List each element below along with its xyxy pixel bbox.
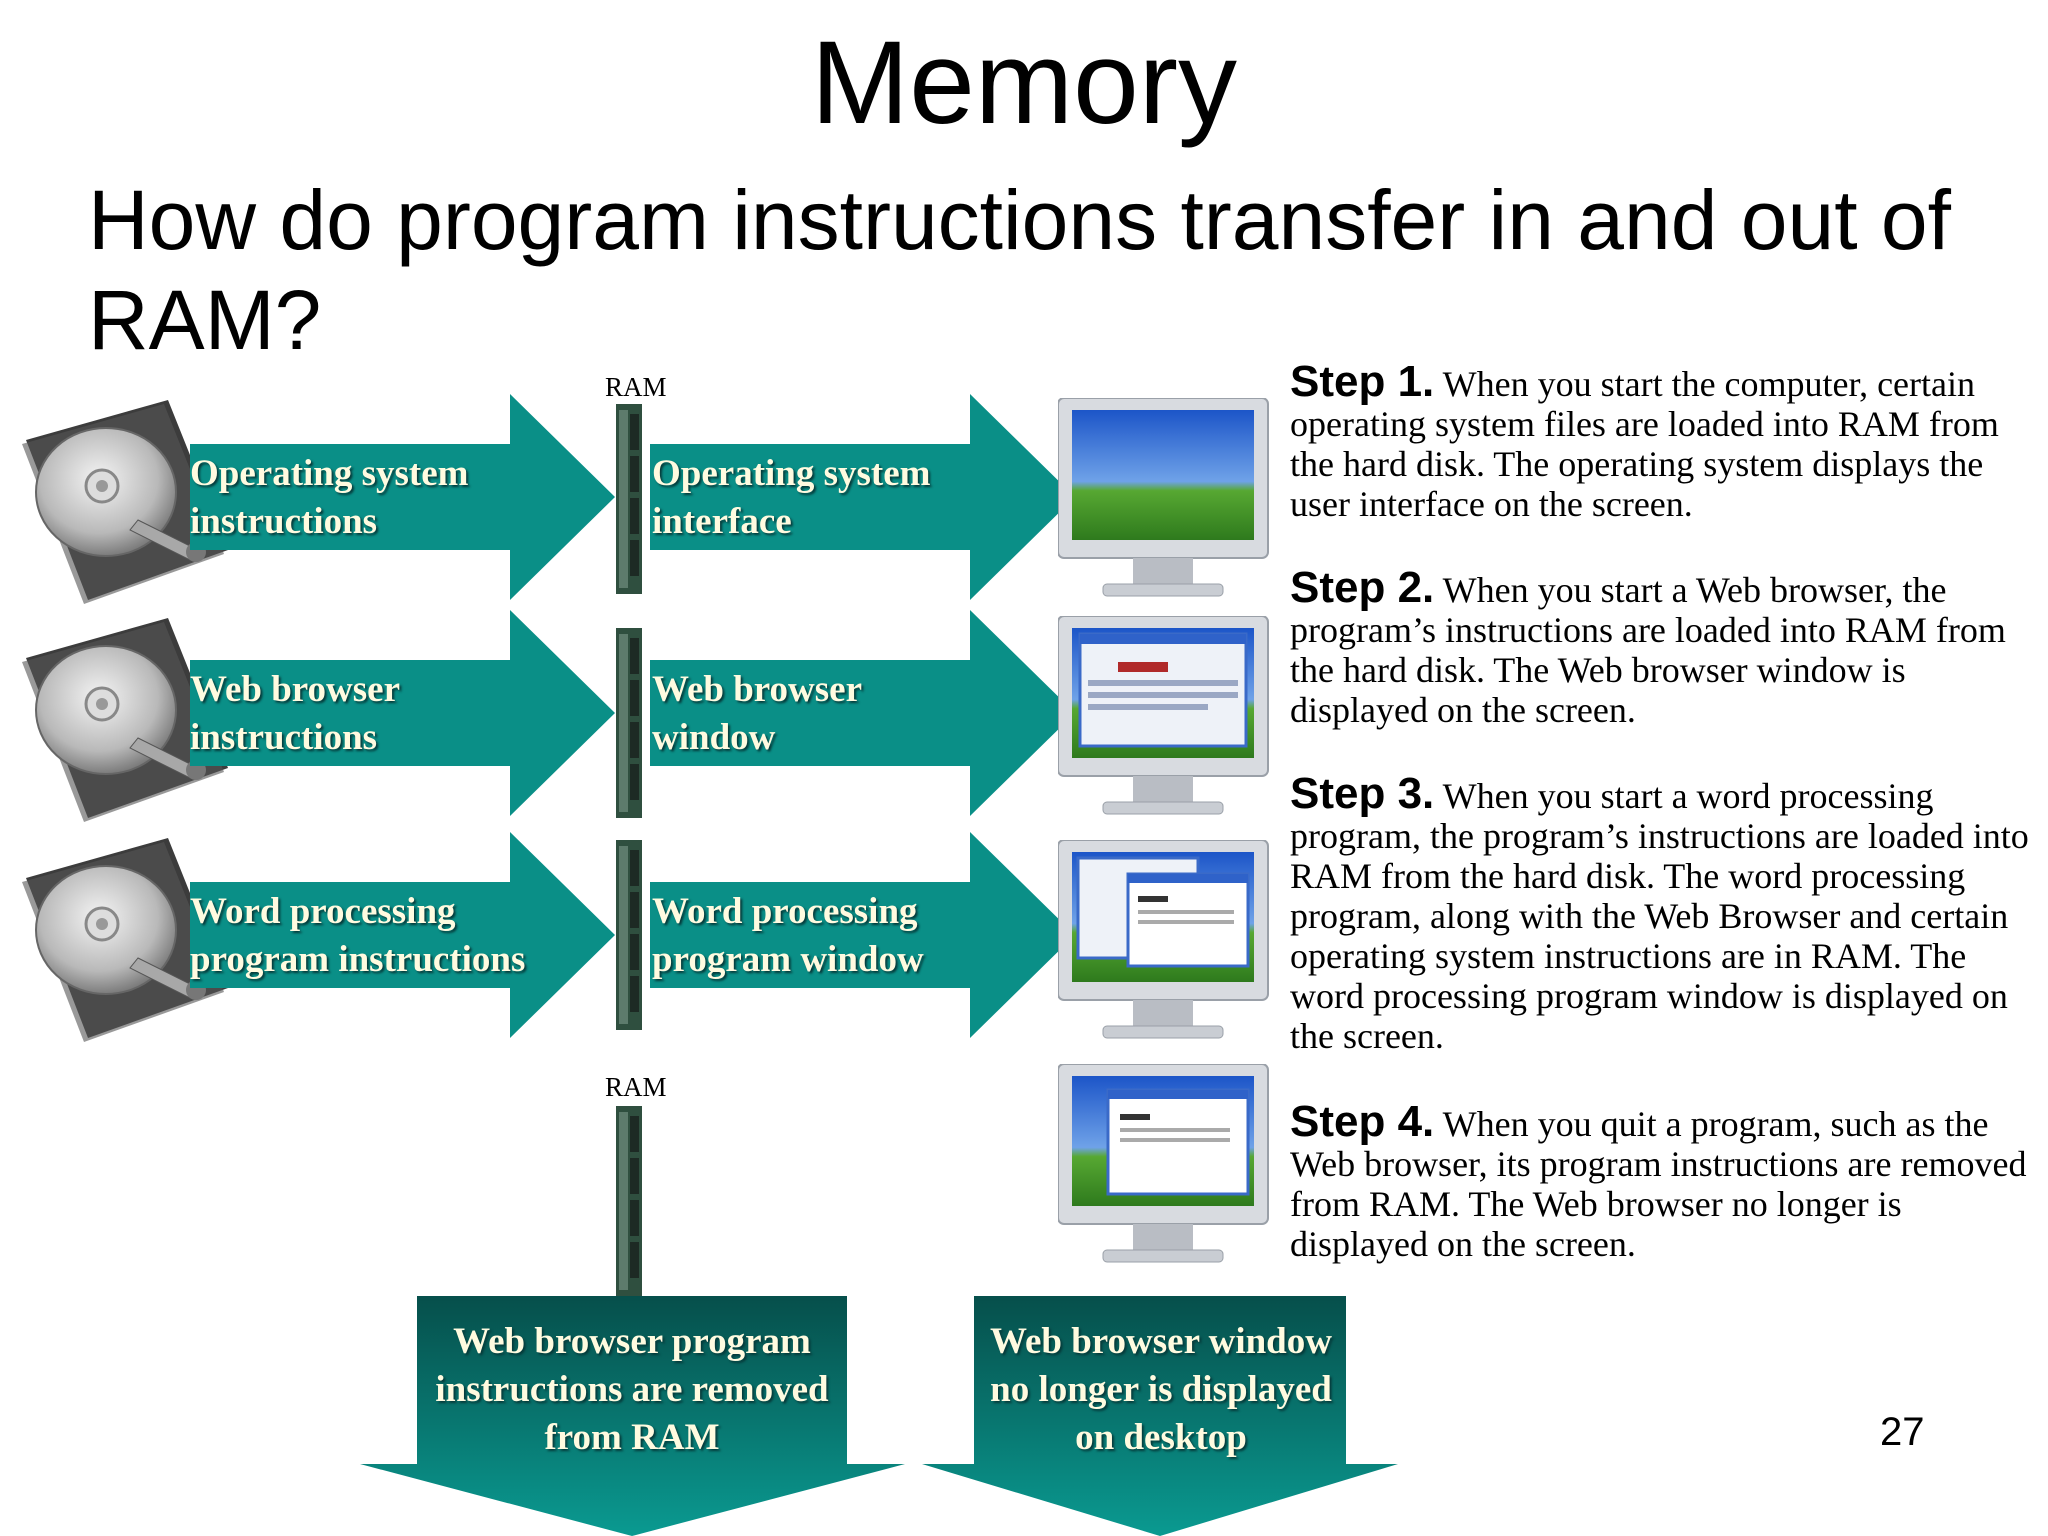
arrow-os-interface: [650, 394, 1075, 600]
step-1-text: When you start the computer, certain ope…: [1290, 364, 1999, 524]
step-1-label: Step 1.: [1290, 357, 1435, 406]
ram-module-icon: [616, 1106, 642, 1296]
arrow-browser-instructions: [190, 610, 615, 816]
arrow-browser-window: [650, 610, 1075, 816]
step-1: Step 1. When you start the computer, cer…: [1290, 360, 2030, 525]
down-arrow-ram-removed: [360, 1296, 905, 1536]
arrow-word-instructions: [190, 832, 615, 1038]
step-4: Step 4. When you quit a program, such as…: [1290, 1100, 2030, 1265]
slide-title: Memory: [810, 17, 1238, 149]
arrow-word-window: [650, 832, 1075, 1038]
step-4-label: Step 4.: [1290, 1097, 1435, 1146]
ram-label: RAM: [605, 372, 667, 402]
step-2: Step 2. When you start a Web browser, th…: [1290, 566, 2030, 731]
step-2-label: Step 2.: [1290, 563, 1435, 612]
monitor-after-quit-icon: [1058, 1064, 1269, 1263]
step-3: Step 3. When you start a word processing…: [1290, 772, 2030, 1057]
down-arrow-label-window-gone: Web browser window no longer is displaye…: [990, 1321, 1332, 1458]
monitor-browser-icon: [1058, 616, 1269, 815]
arrow-os-instructions: [190, 394, 615, 600]
page-number: 27: [1880, 1410, 1925, 1454]
step-3-text: When you start a word processing program…: [1290, 776, 2029, 1056]
ram-label: RAM: [605, 1072, 667, 1102]
ram-module-icon: [616, 404, 642, 594]
monitor-desktop-icon: [1058, 398, 1269, 597]
slide-question: How do program instructions transfer in …: [88, 173, 1951, 367]
ram-module-icon: [616, 628, 642, 818]
step-2-text: When you start a Web browser, the progra…: [1290, 570, 2006, 730]
monitor-word-icon: [1058, 840, 1269, 1039]
down-arrow-window-gone: [922, 1296, 1398, 1536]
step-4-text: When you quit a program, such as the Web…: [1290, 1104, 2027, 1264]
step-3-label: Step 3.: [1290, 769, 1435, 818]
ram-module-icon: [616, 840, 642, 1030]
down-arrow-label-ram-removed: Web browser program instructions are rem…: [435, 1321, 829, 1458]
